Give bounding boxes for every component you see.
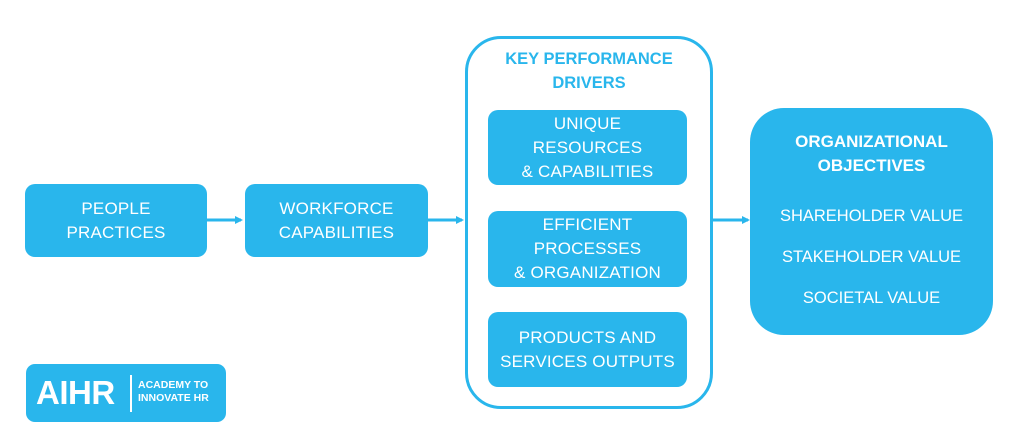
efficient-processes-box: EFFICIENT PROCESSES & ORGANIZATION — [488, 211, 687, 287]
logo-main-text: AIHR — [36, 374, 115, 411]
products-services-line-1: PRODUCTS AND — [518, 327, 657, 347]
key-drivers-title-line-1: KEY PERFORMANCE — [505, 50, 673, 68]
efficient-processes-line-2: PROCESSES — [533, 239, 642, 258]
efficient-processes-line-1: EFFICIENT — [542, 215, 633, 234]
logo-subtitle-line-1: ACADEMY TO — [138, 379, 209, 391]
people-practices-line-2: PRACTICES — [66, 222, 166, 242]
products-services-box: PRODUCTS AND SERVICES OUTPUTS — [488, 312, 687, 387]
societal-value: SOCIETAL VALUE — [802, 289, 941, 307]
unique-resources-line-2: RESOURCES — [532, 137, 643, 157]
organizational-objectives-title: ORGANIZATIONAL OBJECTIVES — [750, 130, 993, 178]
workforce-capabilities-line-1: WORKFORCE — [279, 198, 394, 218]
unique-resources-line-3: & CAPABILITIES — [521, 161, 654, 181]
logo-subtitle-line-2: INNOVATE HR — [138, 392, 209, 404]
key-performance-drivers-title: KEY PERFORMANCE DRIVERS — [468, 47, 710, 95]
unique-resources-box: UNIQUE RESOURCES & CAPABILITIES — [488, 110, 687, 185]
products-services-line-2: SERVICES OUTPUTS — [500, 351, 675, 371]
people-practices-line-1: PEOPLE — [81, 198, 151, 218]
key-drivers-title-line-2: DRIVERS — [552, 74, 626, 92]
logo-divider — [130, 375, 132, 412]
people-practices-box: PEOPLE PRACTICES — [25, 184, 207, 257]
objectives-title-line-1: ORGANIZATIONAL — [795, 132, 948, 151]
workforce-capabilities-line-2: CAPABILITIES — [278, 222, 395, 242]
workforce-capabilities-box: WORKFORCE CAPABILITIES — [245, 184, 428, 257]
objectives-title-line-2: OBJECTIVES — [817, 156, 926, 175]
shareholder-value: SHAREHOLDER VALUE — [779, 207, 964, 225]
organizational-objectives-box: ORGANIZATIONAL OBJECTIVES SHAREHOLDER VA… — [750, 108, 993, 335]
logo-subtitle: ACADEMY TO INNOVATE HR — [138, 379, 209, 405]
aihr-logo: AIHR ACADEMY TO INNOVATE HR — [26, 364, 226, 422]
efficient-processes-line-3: & ORGANIZATION — [514, 263, 661, 282]
unique-resources-line-1: UNIQUE — [553, 113, 622, 133]
stakeholder-value: STAKEHOLDER VALUE — [781, 248, 962, 266]
